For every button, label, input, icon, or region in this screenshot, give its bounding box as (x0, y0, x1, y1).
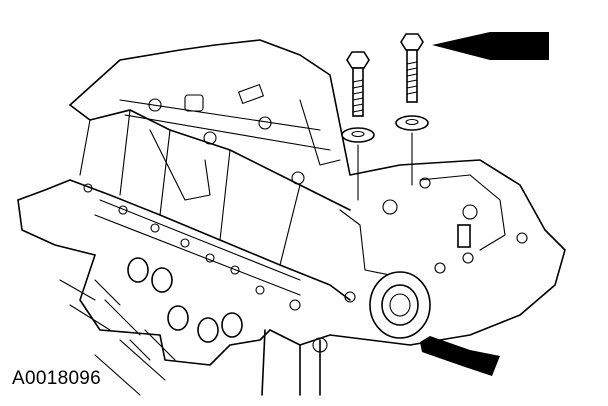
figure-id-label: A0018096 (12, 368, 102, 389)
arrow-lower-right (420, 336, 500, 376)
cylinder-tubes (127, 257, 243, 343)
bolt-right (395, 33, 429, 186)
washer-right (395, 115, 429, 131)
engine-block (17, 39, 566, 396)
engine-mount-bushing (369, 271, 431, 339)
bolt-left (341, 51, 375, 201)
arrow-upper-right (432, 32, 549, 60)
bolt-holes (83, 84, 528, 353)
bracket-tab (457, 224, 471, 248)
washer-left (341, 127, 375, 143)
